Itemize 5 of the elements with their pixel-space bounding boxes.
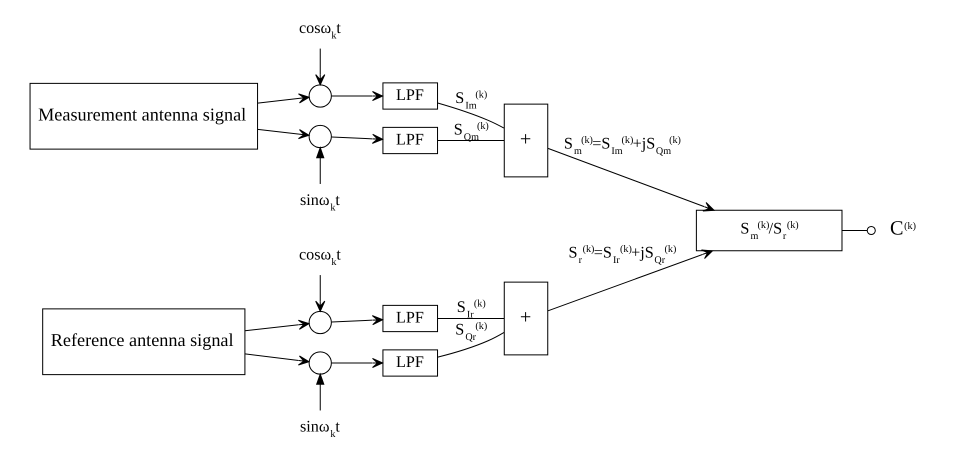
node-text: cosω$_{k}$t — [299, 246, 341, 268]
node-text: C$^{(k)}$ — [890, 218, 916, 240]
node-text: cosω$_{k}$t — [299, 20, 341, 42]
node-text: sinω$_{k}$t — [300, 418, 340, 440]
node-text: sinω$_{k}$t — [300, 192, 340, 214]
